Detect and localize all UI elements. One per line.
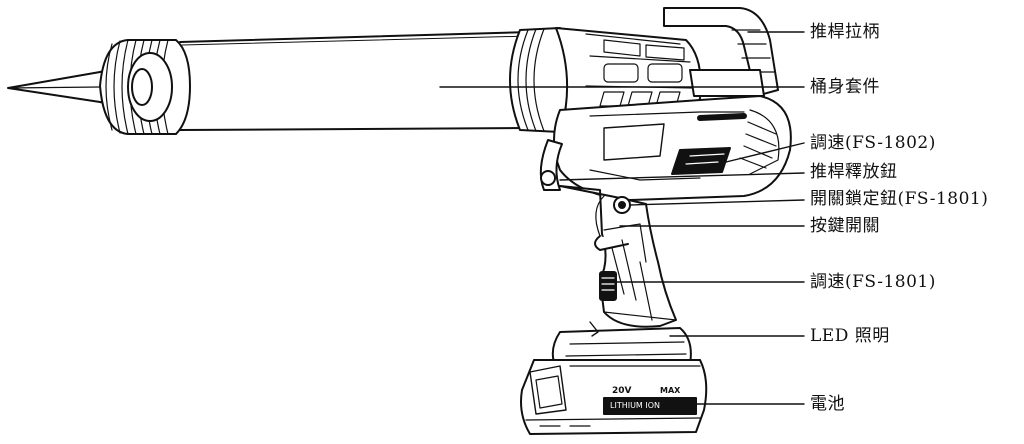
leader-speed-fs1802 (725, 142, 805, 163)
battery-pack (520, 359, 708, 435)
grip (559, 185, 677, 328)
label-barrel-sleeve: 桶身套件 (810, 77, 880, 97)
motor-body (553, 95, 792, 201)
label-battery: 電池 (810, 394, 845, 414)
label-pusher-handle: 推桿拉柄 (810, 22, 880, 42)
leader-switch-lock (629, 199, 805, 206)
leader-lines (439, 31, 805, 405)
front-cap (99, 39, 191, 135)
barrel-tube (179, 31, 531, 131)
leader-pusher-release (559, 172, 805, 181)
label-speed-fs1802: 調速(FS-1802) (810, 133, 936, 153)
label-switch-lock-button: 開關鎖定鈕(FS-1801) (810, 189, 989, 209)
label-pusher-release-button: 推桿釋放鈕 (810, 162, 898, 182)
pusher-release-knob (539, 139, 563, 191)
battery-max-mark: MAX (660, 386, 681, 395)
battery-voltage-mark: 20V (612, 386, 632, 396)
battery-chemistry-mark: LITHIUM ION (610, 401, 661, 410)
label-speed-fs1801: 調速(FS-1801) (810, 272, 936, 292)
label-led-light: LED 照明 (810, 326, 890, 346)
label-trigger-switch: 按鍵開關 (810, 216, 880, 236)
